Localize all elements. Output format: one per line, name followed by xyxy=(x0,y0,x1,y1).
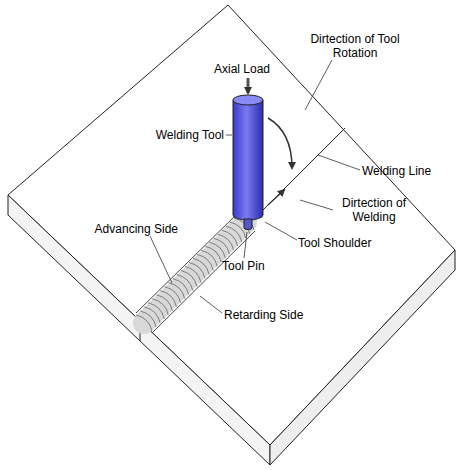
leader-line xyxy=(265,222,297,240)
leader-line xyxy=(150,236,172,283)
ripple-stroke xyxy=(226,226,242,242)
leader-line xyxy=(305,60,332,110)
part-label: Tool Shoulder xyxy=(298,236,371,250)
ripple-stroke xyxy=(201,250,217,266)
rotation-label: Dirtection of Tool Rotation xyxy=(300,32,410,60)
ripple-stroke xyxy=(160,291,176,307)
welding-line xyxy=(258,128,345,215)
ripple-stroke xyxy=(144,307,160,323)
ripple-stroke xyxy=(230,222,246,238)
ripple-stroke xyxy=(193,258,209,274)
ripple-stroke xyxy=(197,254,213,270)
plate-side xyxy=(270,250,455,465)
ripple-stroke xyxy=(218,234,234,250)
ripple-stroke xyxy=(148,303,164,319)
plate-top xyxy=(8,5,455,445)
axial-load-label: Axial Load xyxy=(214,62,270,76)
ripple-stroke xyxy=(165,287,181,303)
side-label: Advancing Side xyxy=(95,222,178,236)
part-label: Welding Tool xyxy=(156,128,224,142)
leader-line xyxy=(318,155,360,170)
ripple-stroke xyxy=(136,315,152,331)
ripple-stroke xyxy=(177,275,193,291)
ripple-stroke xyxy=(214,238,230,254)
leader-line xyxy=(200,296,222,313)
ripple-stroke xyxy=(181,271,197,287)
leader-line xyxy=(244,232,247,258)
welding-direction-arrow xyxy=(268,190,284,205)
ripple-stroke xyxy=(173,279,189,295)
ripple-stroke xyxy=(169,283,185,299)
axial-load-arrow xyxy=(247,78,250,93)
ripple-stroke xyxy=(189,262,205,278)
ripple-stroke xyxy=(205,246,221,262)
leader-line xyxy=(300,200,333,210)
tool-top xyxy=(233,95,263,105)
ripple-stroke xyxy=(222,230,238,246)
ripple-stroke xyxy=(152,299,168,315)
part-label: Tool Pin xyxy=(222,259,265,273)
ripple-stroke xyxy=(209,242,225,258)
part-label: Welding Line xyxy=(362,164,431,178)
tool-pin xyxy=(244,219,252,230)
side-label: Retarding Side xyxy=(224,308,303,322)
welding-tool xyxy=(233,100,263,220)
ripple-stroke xyxy=(140,311,156,327)
direction-label: Dirtection of Welding xyxy=(334,196,414,224)
leader-line xyxy=(226,135,232,136)
ripple-stroke xyxy=(185,267,201,283)
plate-front xyxy=(8,195,270,465)
ripple-stroke xyxy=(156,295,172,311)
rotation-arrow xyxy=(268,118,292,168)
